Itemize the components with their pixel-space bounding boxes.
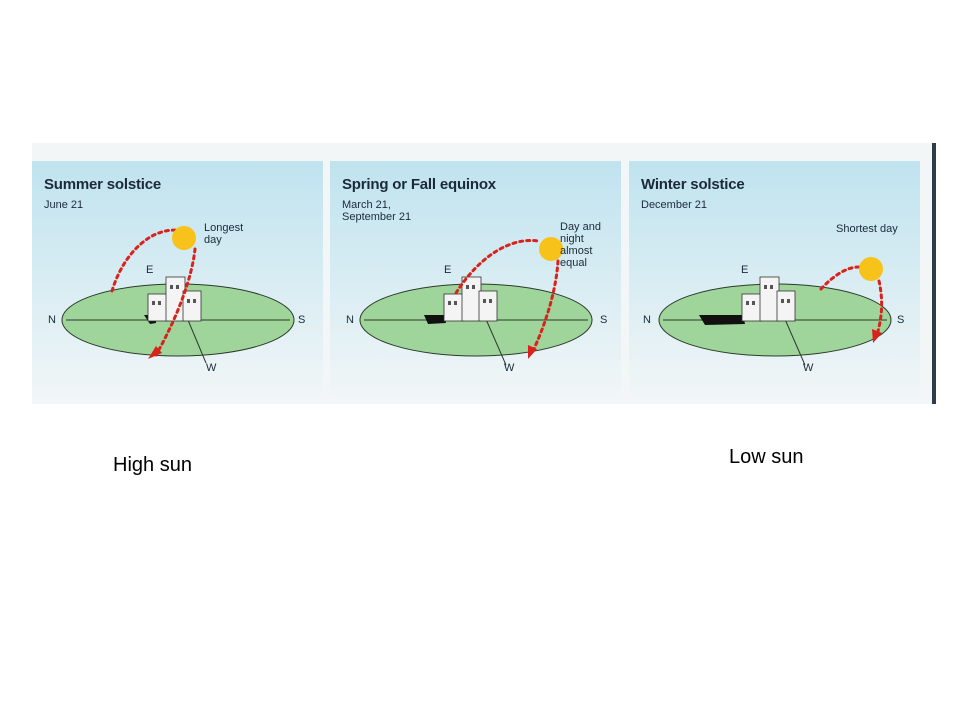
sun-icon xyxy=(539,237,563,261)
arrowhead-icon xyxy=(872,329,882,343)
west-label: W xyxy=(803,362,814,374)
north-label: N xyxy=(643,314,651,326)
south-label: S xyxy=(298,314,306,326)
sun-path-descending xyxy=(875,279,884,337)
panel-date: June 21 xyxy=(44,199,84,211)
arrowhead-icon xyxy=(528,345,537,359)
arrowhead-icon xyxy=(148,346,162,359)
panel-note: Longest day xyxy=(204,222,244,246)
building-icon xyxy=(147,276,202,322)
winter-solstice-panel: Winter solstice December 21 Shortest day… xyxy=(629,143,920,402)
equinox-diagram xyxy=(330,161,621,402)
building-shadow xyxy=(424,315,446,324)
panel-note: Shortest day xyxy=(836,223,898,235)
winter-solstice-diagram xyxy=(629,161,920,402)
sun-icon xyxy=(859,257,883,281)
west-label: W xyxy=(504,362,515,374)
south-label: S xyxy=(897,314,905,326)
summer-solstice-diagram xyxy=(32,161,323,402)
sun-icon xyxy=(172,226,196,250)
panel-note: Day and night almost equal xyxy=(560,221,601,269)
south-label: S xyxy=(600,314,608,326)
east-label: E xyxy=(741,264,749,276)
west-label: W xyxy=(206,362,217,374)
north-label: N xyxy=(48,314,56,326)
sun-path-descending xyxy=(154,247,197,357)
sun-path xyxy=(110,228,184,293)
building-icon xyxy=(741,276,796,322)
panel-date: December 21 xyxy=(641,199,708,211)
panel-title: Winter solstice xyxy=(641,176,745,193)
panel-title: Spring or Fall equinox xyxy=(342,176,496,193)
east-label: E xyxy=(444,264,452,276)
panel-title: Summer solstice xyxy=(44,176,162,193)
sun-path xyxy=(819,265,861,291)
east-label: E xyxy=(146,264,154,276)
north-label: N xyxy=(346,314,354,326)
building-icon xyxy=(443,276,498,322)
equinox-panel: Spring or Fall equinox March 21, Septemb… xyxy=(330,143,621,402)
figure-edge xyxy=(932,143,936,404)
sun-path xyxy=(454,238,540,295)
low-sun-caption: Low sun xyxy=(729,446,804,468)
sun-path-descending xyxy=(530,259,560,355)
building-shadow xyxy=(699,315,745,325)
panel-date: March 21, September 21 xyxy=(342,199,412,223)
solar-path-figure: Summer solstice June 21 Longest day N S … xyxy=(32,143,936,404)
summer-solstice-panel: Summer solstice June 21 Longest day N S … xyxy=(32,143,323,402)
high-sun-caption: High sun xyxy=(113,454,192,476)
